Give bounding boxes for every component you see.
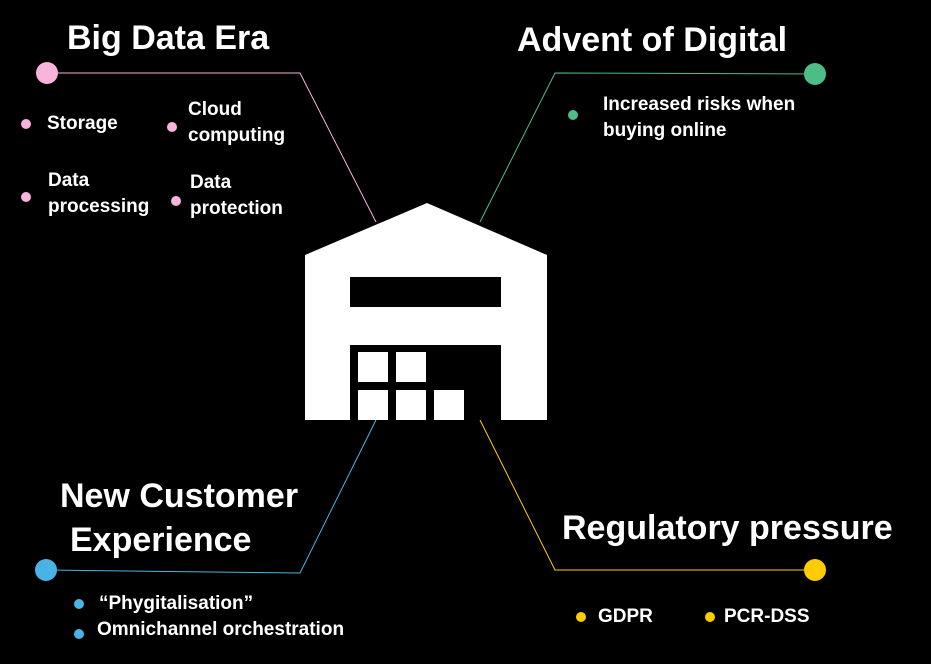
node-customer	[35, 559, 57, 581]
connector-digital	[479, 72, 816, 223]
warehouse-icon	[305, 203, 547, 420]
item-phygitalisation: “Phygitalisation”	[99, 593, 254, 614]
digital-title: Advent of Digital	[517, 21, 788, 59]
bullet-icon	[705, 612, 715, 622]
node-digital	[804, 63, 826, 85]
item-pcr-dss: PCR-DSS	[724, 606, 810, 627]
item-storage: Storage	[47, 113, 118, 134]
big-data-title: Big Data Era	[67, 19, 270, 57]
item-cloud: Cloud computing	[188, 99, 286, 146]
node-regulatory	[804, 559, 826, 581]
bullet-icon	[21, 192, 31, 202]
regulatory-title: Regulatory pressure	[562, 509, 893, 547]
connector-regulatory	[479, 419, 815, 571]
bullet-icon	[74, 599, 84, 609]
bullet-icon	[576, 612, 586, 622]
connector-customer	[45, 419, 377, 574]
item-protection: Data protection	[190, 172, 283, 219]
bullet-icon	[167, 122, 177, 132]
connector-big-data	[47, 72, 377, 223]
node-big-data	[36, 62, 58, 84]
bullet-icon	[171, 196, 181, 206]
customer-title-line1: New Customer	[60, 477, 299, 515]
item-gdpr: GDPR	[598, 606, 653, 627]
item-omnichannel: Omnichannel orchestration	[97, 619, 345, 640]
bullet-icon	[568, 110, 578, 120]
bullet-icon	[74, 629, 84, 639]
customer-title-line2: Experience	[70, 521, 252, 559]
bullet-icon	[21, 119, 31, 129]
item-risks: Increased risks when buying online	[603, 94, 796, 141]
item-processing: Data processing	[48, 170, 150, 217]
